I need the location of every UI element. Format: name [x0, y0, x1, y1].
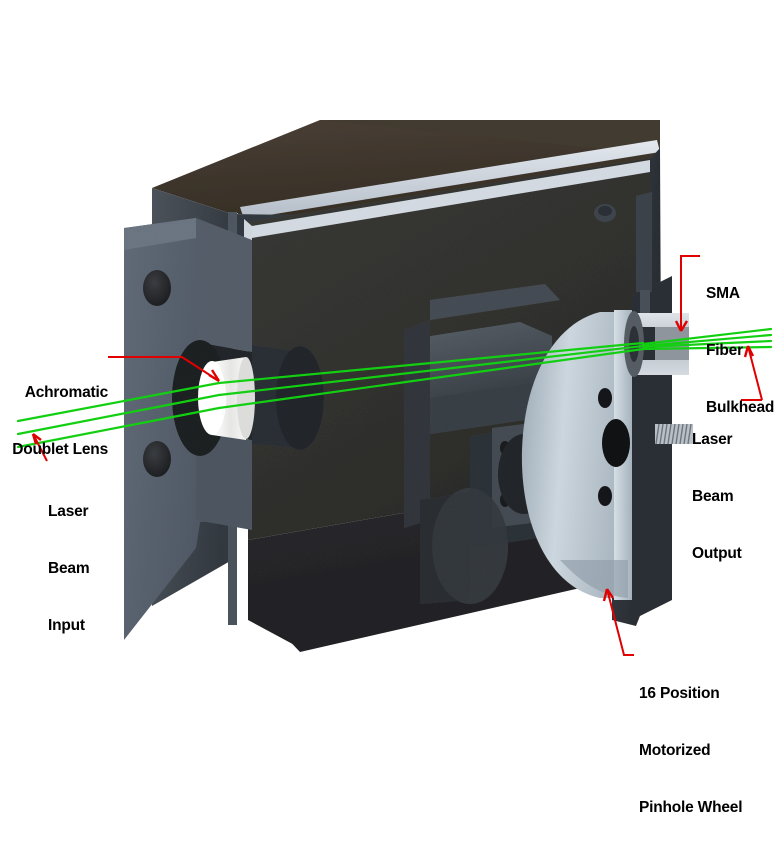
label-line: Laser [48, 503, 89, 520]
label-line: Laser [692, 431, 733, 448]
beam-internal-rays [217, 341, 645, 410]
achromatic-doublet-lens [198, 357, 255, 440]
leader-achromatic-doublet-lens [108, 356, 221, 383]
flange-mounting-holes [143, 270, 171, 477]
laser-beams [16, 327, 773, 449]
label-line: Motorized [639, 742, 711, 759]
label-line: Output [692, 545, 742, 562]
leader-sma-fiber-bulkhead [674, 255, 700, 332]
leader-laser-beam-input [31, 433, 48, 462]
label-laser-beam-output: Laser Beam Output [692, 392, 742, 601]
pinhole-wheel [521, 310, 634, 600]
label-line: Beam [692, 488, 734, 505]
device-drawing [16, 120, 773, 656]
label-line: Input [48, 617, 85, 634]
leader-laser-beam-output [741, 345, 763, 401]
set-screw [655, 423, 693, 445]
label-line: SMA [706, 285, 740, 302]
leader-lines [31, 255, 763, 656]
label-line: Fiber [706, 342, 743, 359]
label-line: 16 Position [639, 685, 720, 702]
label-sma-fiber-bulkhead: SMA Fiber Bulkhead [706, 246, 774, 455]
beam-input-rays [16, 381, 221, 449]
illustration-canvas: Achromatic Doublet Lens Laser Beam Input… [0, 120, 775, 816]
leader-pinhole-wheel [602, 588, 634, 656]
label-line: Beam [48, 560, 90, 577]
label-line: Pinhole Wheel [639, 799, 743, 816]
right-end-plate [632, 192, 672, 620]
label-pinhole-wheel: 16 Position Motorized Pinhole Wheel [639, 646, 743, 855]
top-boss [594, 204, 616, 222]
label-achromatic-doublet-lens: Achromatic Doublet Lens [0, 345, 108, 497]
label-laser-beam-input: Laser Beam Input [48, 464, 90, 673]
label-line: Achromatic [24, 384, 108, 401]
label-line: Doublet Lens [12, 441, 108, 458]
label-line: Bulkhead [706, 399, 775, 416]
